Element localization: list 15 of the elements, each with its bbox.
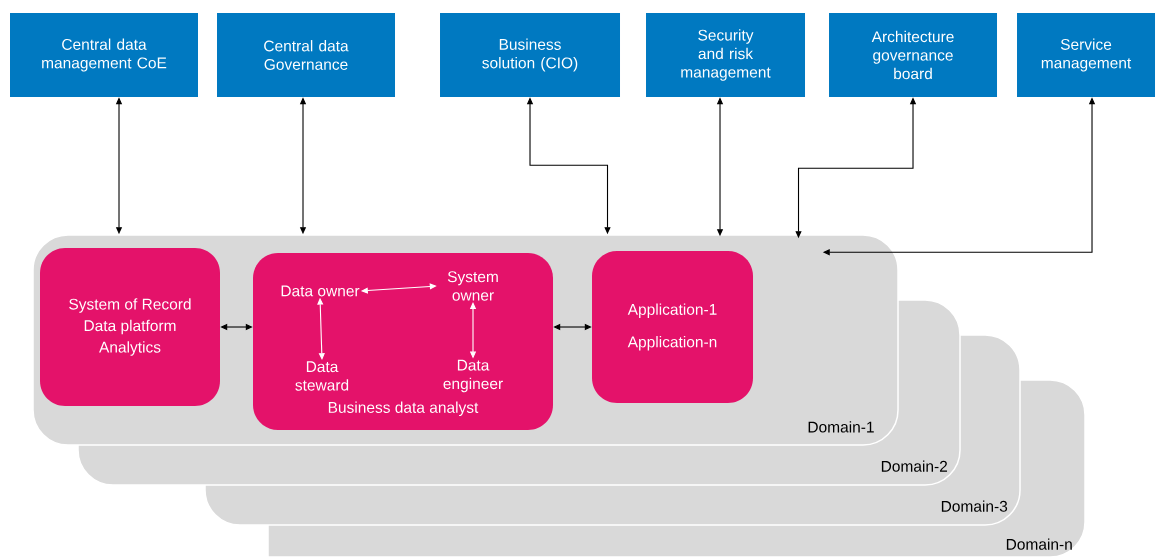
role-box: Service management	[1017, 13, 1155, 97]
domain-label: Domain-2	[881, 460, 947, 472]
role-label: Data steward	[295, 361, 349, 391]
domain-label: Domain-n	[1006, 538, 1072, 550]
role-label: Data owner	[281, 285, 360, 297]
role-label: Data engineer	[443, 359, 503, 393]
role-label: System owner	[447, 271, 498, 301]
role-box: Business solution (CIO)	[440, 13, 620, 97]
team-box: System of Record Data platform Analytics	[40, 248, 220, 406]
domain-label: Domain-3	[941, 500, 1008, 512]
role-box: Architecture governance board	[829, 13, 997, 97]
role-box: Central data management CoE	[10, 13, 198, 97]
role-box: Security and risk management	[646, 13, 805, 97]
role-box: Central data Governance	[217, 13, 395, 97]
team-box: Application-1 Application-n	[592, 251, 753, 403]
